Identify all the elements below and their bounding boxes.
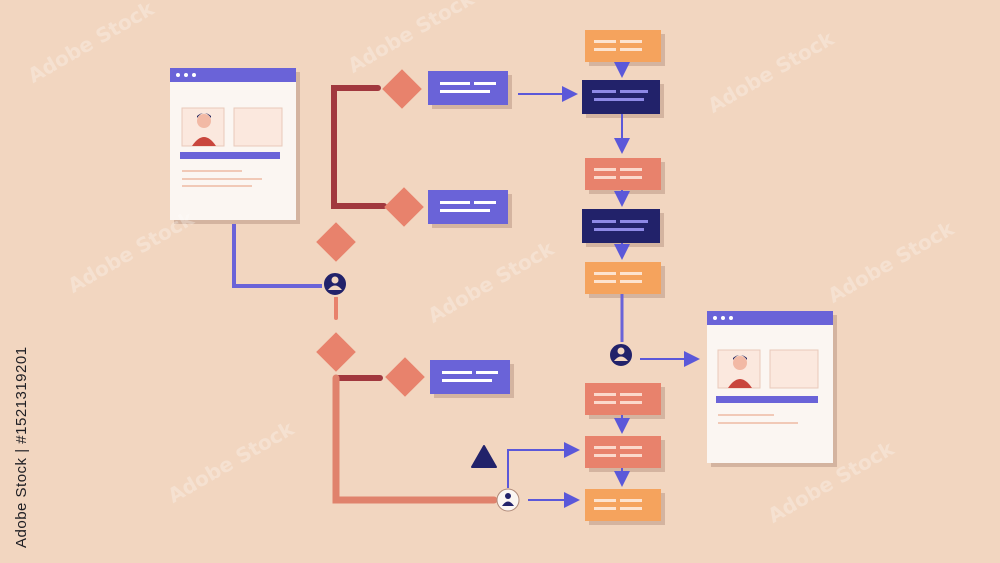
bracket-lower-light	[332, 374, 498, 504]
diamond-lower-1	[316, 332, 356, 372]
user-circle-icon	[608, 342, 634, 368]
salmon-card-1	[585, 158, 665, 194]
diamond-middle	[316, 222, 356, 262]
salmon-card-3	[585, 436, 665, 472]
profile-window-left	[170, 68, 300, 224]
orange-card-3	[585, 489, 665, 525]
connector-window-to-node	[232, 224, 322, 288]
bracket-top	[331, 85, 387, 209]
blue-card-top-1	[428, 71, 512, 109]
user-circle-icon	[496, 488, 520, 512]
avatar	[181, 107, 225, 147]
blue-card-lower	[430, 360, 514, 398]
window-dots-icon	[176, 73, 196, 77]
diamond-top-1	[382, 69, 422, 109]
stock-id-watermark: Adobe Stock | #1521319201	[13, 346, 30, 548]
arrow-node-to-salmon3	[507, 442, 580, 488]
avatar	[717, 349, 761, 389]
salmon-card-2	[585, 383, 665, 419]
navy-card-1	[582, 80, 664, 118]
orange-card-1	[585, 30, 665, 66]
profile-window-right	[707, 311, 837, 467]
triangle-up-icon	[471, 445, 497, 468]
navy-card-2	[582, 209, 664, 247]
window-dots-icon	[713, 316, 733, 320]
diamond-top-2	[384, 187, 424, 227]
diamond-lower-2	[385, 357, 425, 397]
blue-card-top-2	[428, 190, 512, 228]
user-circle-icon	[322, 271, 348, 297]
orange-card-2	[585, 262, 665, 298]
